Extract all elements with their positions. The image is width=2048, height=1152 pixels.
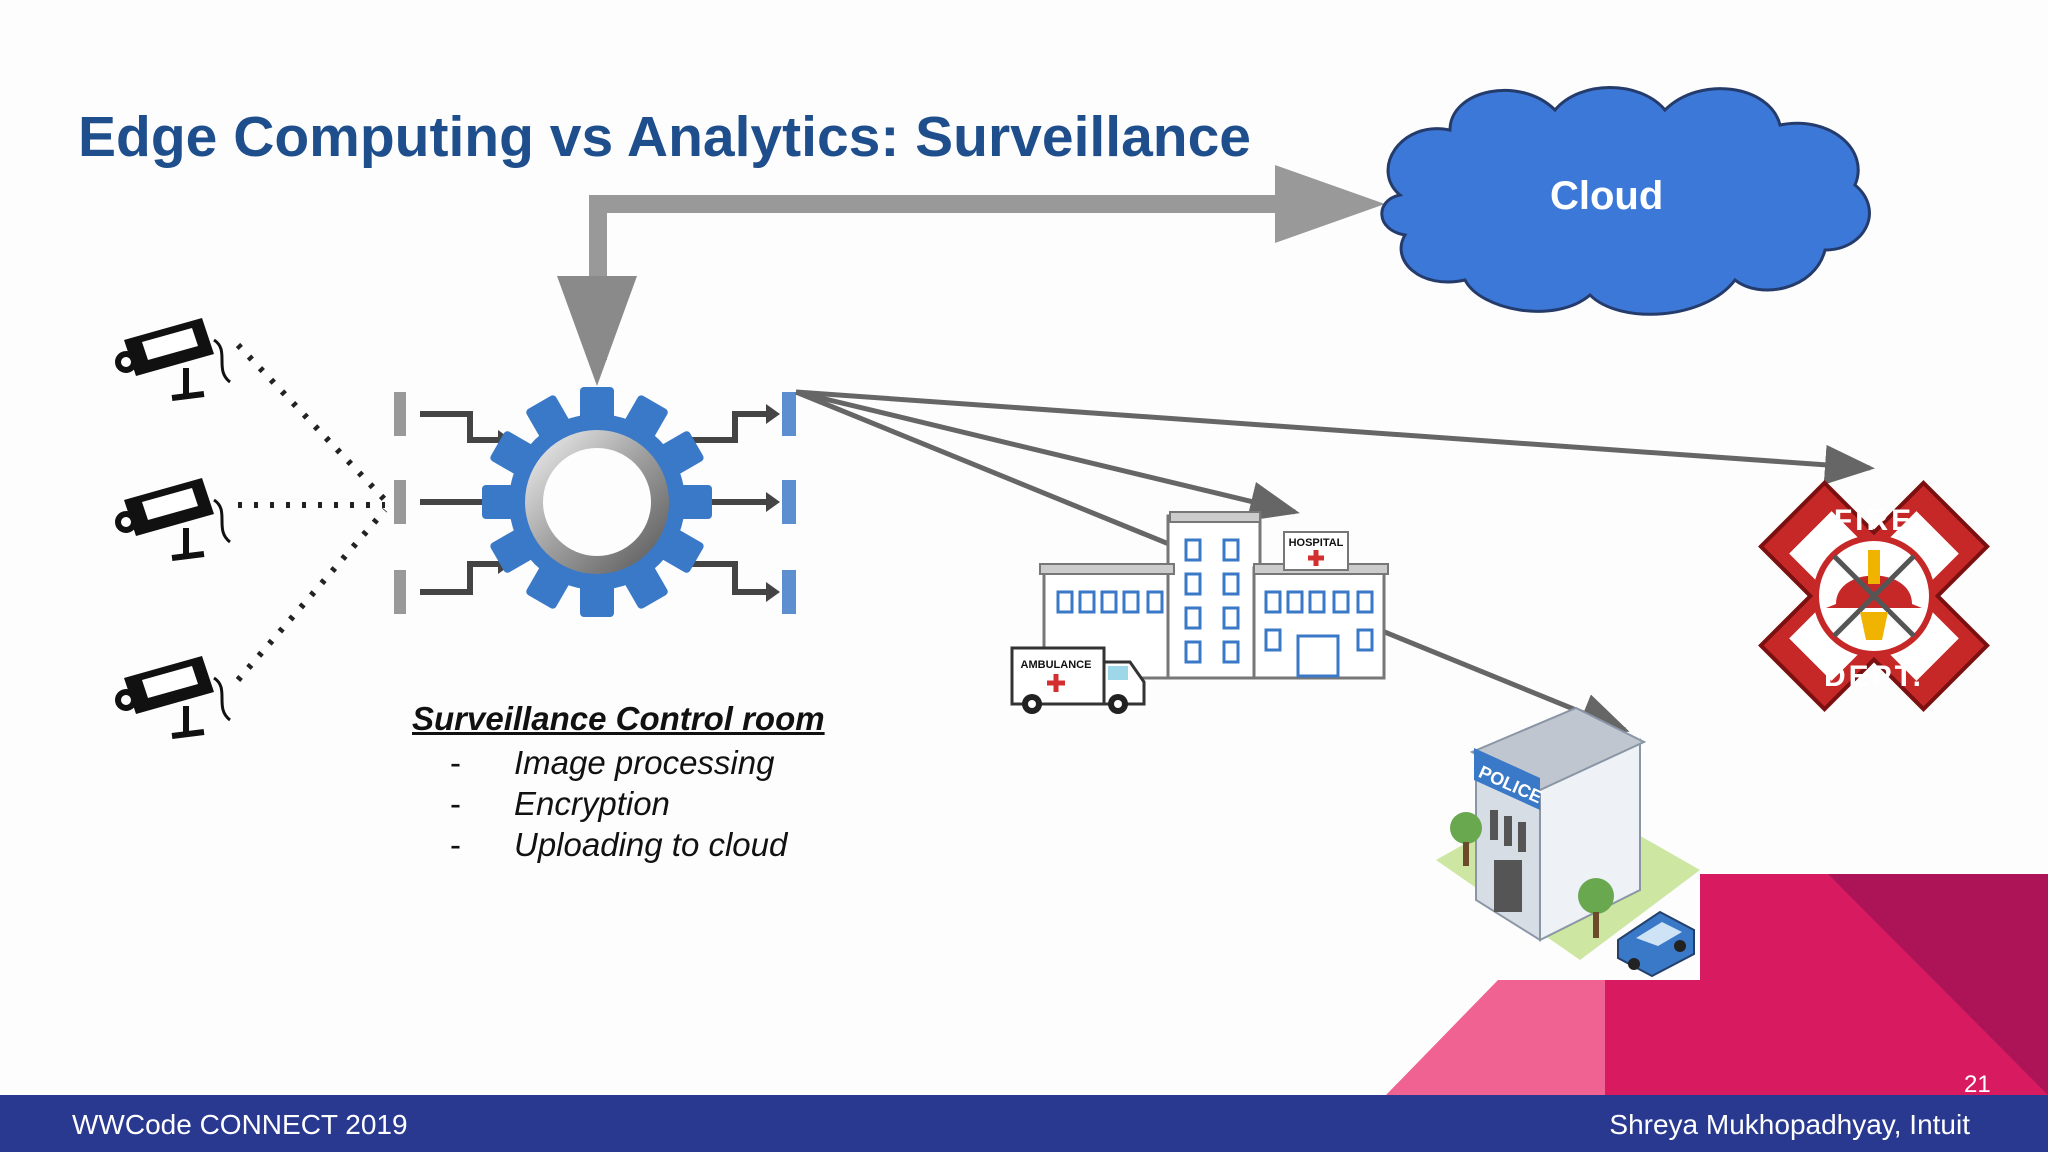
footer-author: Shreya Mukhopadhyay, Intuit	[1609, 1109, 1970, 1140]
police-station-icon: POLICE	[1436, 706, 1700, 978]
fire-top-text: FIRE	[1834, 504, 1914, 537]
camera-icon	[115, 318, 232, 401]
control-room-title: Surveillance Control room	[412, 700, 825, 737]
list-item: - Image processing	[412, 742, 825, 783]
list-item-text: Encryption	[514, 785, 670, 822]
page-number: 21	[1964, 1071, 1991, 1098]
hospital-sign: HOSPITAL	[1289, 537, 1344, 549]
fire-dept-icon: FIRE DEPT.	[1758, 480, 1990, 712]
corner-decoration	[1386, 874, 2048, 1095]
camera-links	[235, 342, 388, 682]
list-item: - Encryption	[412, 783, 825, 824]
list-dash: -	[450, 826, 461, 863]
list-dash: -	[450, 744, 461, 781]
ambulance-label: AMBULANCE	[1021, 659, 1092, 671]
cloud-label: Cloud	[1550, 174, 1664, 218]
footer-event: WWCode CONNECT 2019	[72, 1109, 408, 1140]
camera-icon	[115, 478, 232, 561]
control-room-list: - Image processing - Encryption - Uploading…	[412, 742, 825, 865]
list-item-text: Image processing	[514, 744, 775, 781]
slide-title: Edge Computing vs Analytics: Surveillanc…	[78, 105, 1252, 169]
list-item: - Uploading to cloud	[412, 824, 825, 865]
footer-bar: WWCode CONNECT 2019 Shreya Mukhopadhyay,…	[0, 1095, 2048, 1152]
control-room-block: Surveillance Control room - Image process…	[412, 700, 825, 865]
gear-icon	[394, 387, 796, 617]
fire-bottom-text: DEPT.	[1824, 660, 1924, 693]
list-dash: -	[450, 785, 461, 822]
camera-icon	[115, 656, 232, 739]
cloud-icon	[1380, 86, 1871, 316]
ambulance-icon: AMBULANCE	[1010, 646, 1146, 714]
list-item-text: Uploading to cloud	[514, 826, 788, 863]
hospital-icon: HOSPITAL	[1039, 511, 1389, 680]
upload-arrow	[557, 165, 1385, 386]
